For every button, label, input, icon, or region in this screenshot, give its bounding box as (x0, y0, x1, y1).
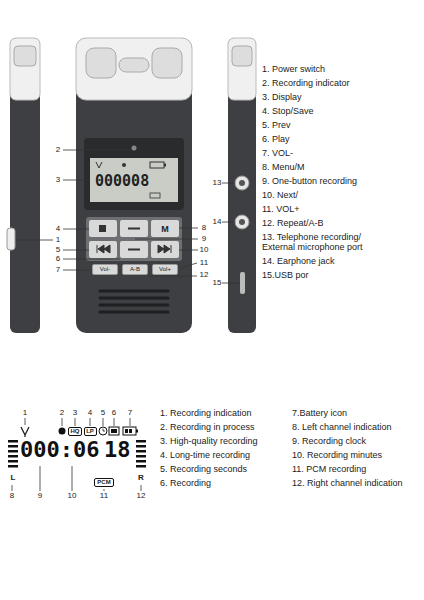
part-list-item: 14. Earphone jack (262, 256, 335, 266)
display-list-item: 1. Recording indication (160, 408, 252, 418)
channel-letter: R (138, 474, 144, 482)
callout-number: 15 (213, 279, 222, 287)
display-list-item: 4. Long-time recording (160, 450, 250, 460)
callout-number: 1 (56, 236, 60, 244)
callout-number: 11 (100, 492, 108, 500)
part-list-item: 3. Display (262, 92, 302, 102)
node-text: Vol- (100, 266, 110, 272)
display-list-item: 7.Battery icon (292, 408, 347, 418)
part-list-item: 12. Repeat/A-B (262, 218, 324, 228)
node-text: HQ (71, 428, 80, 434)
part-list-item: 6. Play (262, 134, 290, 144)
callout-number: 8 (10, 492, 14, 500)
display-list-item: 2. Recording in process (160, 422, 255, 432)
callout-number: 3 (73, 409, 77, 417)
part-list-item: 13. Telephone recording/ External microp… (262, 232, 392, 253)
button-letter: M (161, 225, 169, 234)
callout-number: 10 (68, 492, 77, 500)
display-list-item: 10. Recording minutes (292, 450, 382, 460)
button-key: Vol+ (152, 264, 178, 275)
display-list-item: 6. Recording (160, 478, 211, 488)
part-list-item: 10. Next/ (262, 190, 298, 200)
display-list-item: 5. Recording seconds (160, 464, 247, 474)
callout-number: 5 (56, 246, 60, 254)
button-key: Vol- (92, 264, 118, 275)
display-list-item: 9. Recording clock (292, 436, 366, 446)
display-list-item: 3. High-quality recording (160, 436, 258, 446)
callout-number: 14 (213, 218, 222, 226)
callout-number: 4 (88, 409, 92, 417)
callout-number: 13 (213, 179, 222, 187)
node-text: LP (86, 428, 94, 434)
callout-number: 11 (200, 259, 208, 267)
callout-number: 12 (200, 271, 209, 279)
node-text: Vol+ (159, 266, 171, 272)
part-list-item: 9. One-button recording (262, 176, 357, 186)
callout-number: 10 (200, 246, 209, 254)
callout-number: 8 (202, 224, 206, 232)
callout-number: 6 (112, 409, 116, 417)
callout-number: 2 (60, 409, 64, 417)
mode-box: HQ (68, 427, 82, 436)
display-list-item: 12. Right channel indication (292, 478, 403, 488)
part-list-item: 8. Menu/M (262, 162, 305, 172)
button-key: A-B (122, 264, 148, 275)
mode-box: PCM (94, 478, 114, 487)
part-list-item: 15.USB por (262, 270, 309, 280)
part-list-item: 5. Prev (262, 120, 291, 130)
display-list-item: 11. PCM recording (292, 464, 366, 474)
display-digits: 18 (104, 437, 131, 462)
callout-number: 7 (56, 266, 60, 274)
part-list-item: 7. VOL- (262, 148, 293, 158)
display-digits: 000008 (95, 173, 149, 190)
callout-number: 5 (101, 409, 105, 417)
display-digits: 000:06 (20, 437, 99, 462)
mode-box: LP (84, 427, 97, 436)
callout-number: 4 (56, 225, 60, 233)
callout-number: 12 (137, 492, 146, 500)
callout-number: 9 (202, 235, 206, 243)
callout-number: 6 (56, 255, 60, 263)
node-text: PCM (97, 479, 110, 485)
callout-number: 2 (56, 146, 60, 154)
part-list-item: 1. Power switch (262, 64, 325, 74)
callout-number: 1 (23, 409, 27, 417)
channel-letter: L (11, 474, 16, 482)
part-list-item: 4. Stop/Save (262, 106, 314, 116)
display-list-item: 8. Left channel indication (292, 422, 392, 432)
part-list-item: 11. VOL+ (262, 204, 300, 214)
callout-number: 9 (38, 492, 42, 500)
node-text: A-B (130, 266, 140, 272)
callout-number: 7 (128, 409, 132, 417)
part-list-item: 2. Recording indicator (262, 78, 350, 88)
callout-number: 3 (56, 176, 60, 184)
